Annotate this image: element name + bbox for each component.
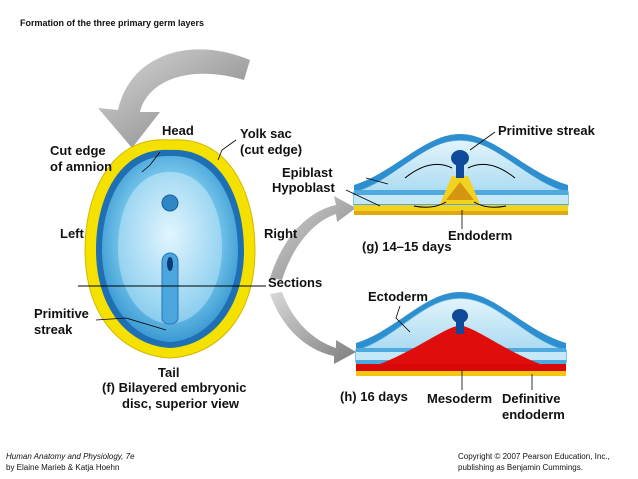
primitive-node — [167, 257, 173, 271]
caption-g: (g) 14–15 days — [362, 239, 452, 254]
arrow-to-g — [270, 196, 356, 280]
primitive-streak-groove — [161, 252, 179, 325]
view-direction-arrow — [98, 49, 250, 148]
label-mesoderm: Mesoderm — [427, 391, 493, 406]
label-left: Left — [60, 226, 84, 241]
label-primitive-streak-2: streak — [34, 322, 73, 337]
label-ectoderm: Ectoderm — [368, 289, 428, 304]
label-epiblast: Epiblast — [282, 165, 333, 180]
label-primitive-streak-g: Primitive streak — [498, 123, 595, 138]
label-right: Right — [264, 226, 298, 241]
footer-copyright-1: Copyright © 2007 Pearson Education, Inc.… — [458, 452, 610, 461]
label-yolk-sac-1: Yolk sac — [240, 126, 292, 141]
label-endoderm: Endoderm — [448, 228, 513, 243]
caption-f-2: disc, superior view — [122, 396, 240, 411]
section-g — [345, 131, 569, 229]
label-cut-edge-amnion-1: Cut edge — [50, 143, 106, 158]
label-tail: Tail — [158, 365, 180, 380]
caption-f-1: (f) Bilayered embryonic — [102, 380, 247, 395]
caption-h: (h) 16 days — [340, 389, 408, 404]
label-hypoblast: Hypoblast — [272, 180, 335, 195]
label-yolk-sac-2: (cut edge) — [240, 142, 303, 157]
label-cut-edge-amnion-2: of amnion — [50, 159, 113, 174]
label-head: Head — [162, 123, 194, 138]
footer-book-authors: by Elaine Marieb & Katja Hoehn — [6, 463, 120, 472]
footer-book-title: Human Anatomy and Physiology, 7e — [6, 452, 135, 461]
label-definitive-endoderm-1: Definitive — [502, 391, 561, 406]
prechordal-plate — [161, 194, 179, 212]
arrow-to-h — [270, 292, 356, 364]
label-primitive-streak-1: Primitive — [34, 306, 89, 321]
footer-copyright-2: publishing as Benjamin Cummings. — [458, 463, 583, 472]
label-sections: Sections — [268, 275, 323, 290]
figure-title: Formation of the three primary germ laye… — [20, 18, 205, 28]
label-definitive-endoderm-2: endoderm — [502, 407, 565, 422]
section-h — [355, 292, 567, 390]
